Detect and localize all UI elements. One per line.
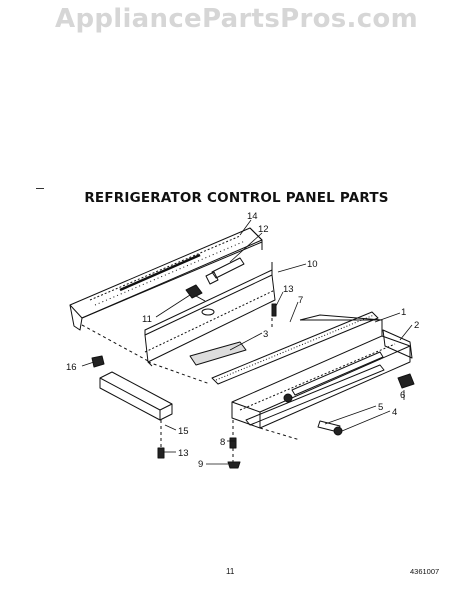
part-4-knob bbox=[333, 426, 343, 436]
lower-panel-strip bbox=[245, 364, 385, 426]
diagram-title: REFRIGERATOR CONTROL PANEL PARTS bbox=[84, 190, 389, 206]
callout-14: 14 bbox=[247, 211, 258, 222]
callout-12: 12 bbox=[258, 224, 269, 235]
callout-4: 4 bbox=[392, 407, 397, 418]
part-13-screw-upper bbox=[271, 303, 277, 317]
callout-7: 7 bbox=[298, 295, 303, 306]
part-11-switch bbox=[185, 284, 206, 302]
callout-9: 9 bbox=[198, 459, 203, 470]
part-7-strip bbox=[211, 311, 379, 385]
part-16-clip bbox=[91, 355, 105, 368]
callout-1: 1 bbox=[401, 307, 406, 318]
alignment-lines bbox=[81, 318, 301, 462]
callout-11: 11 bbox=[142, 314, 152, 325]
leader-lines bbox=[81, 219, 413, 465]
callout-3: 3 bbox=[263, 329, 268, 340]
callout-13-lower: 13 bbox=[178, 448, 189, 459]
callout-6: 6 bbox=[400, 390, 405, 401]
callout-5: 5 bbox=[378, 402, 383, 413]
part-13-screw-lower bbox=[157, 447, 165, 459]
page-number: 11 bbox=[226, 567, 235, 576]
callout-10: 10 bbox=[307, 259, 318, 270]
part-3-label bbox=[189, 341, 247, 366]
callout-8: 8 bbox=[220, 437, 225, 448]
part-6-connector bbox=[397, 373, 415, 389]
callout-2: 2 bbox=[414, 320, 419, 331]
callout-16: 16 bbox=[66, 362, 77, 373]
part-1-control-panel bbox=[231, 314, 411, 429]
callout-15: 15 bbox=[178, 426, 189, 437]
document-code: 4361007 bbox=[410, 567, 440, 576]
part-15-bracket bbox=[99, 371, 173, 421]
part-8-screw bbox=[229, 437, 237, 449]
part-14-top-trim bbox=[69, 227, 263, 331]
part-12-socket bbox=[205, 257, 245, 285]
margin-mark bbox=[36, 188, 44, 189]
part-9-nut bbox=[227, 461, 241, 469]
part-2-side-piece bbox=[382, 329, 413, 359]
callout-13-upper: 13 bbox=[283, 284, 294, 295]
watermark-logo: AppliancePartsPros.com bbox=[55, 4, 418, 34]
